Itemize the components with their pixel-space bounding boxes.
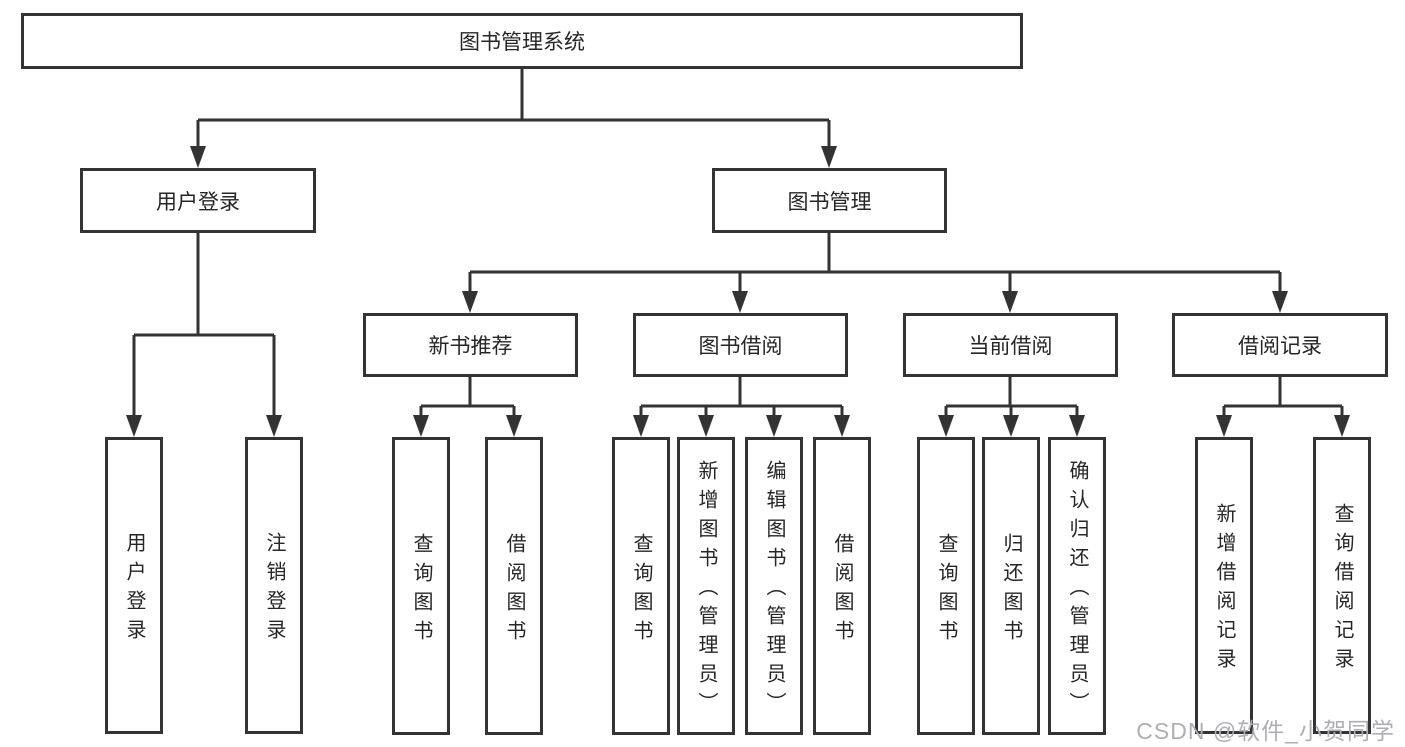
node-query-books-borrow-label: 查询图书 — [630, 532, 652, 649]
node-query-borrow-record: 查询借阅记录 — [1313, 437, 1371, 734]
node-current-borrow-label: 当前借阅 — [968, 335, 1053, 358]
node-confirm-return-admin-label: 确认归还（管理员） — [1066, 460, 1088, 721]
node-query-books-recommend-label: 查询图书 — [410, 532, 432, 649]
node-book-borrow-label: 图书借阅 — [698, 335, 783, 358]
node-borrow-records-label: 借阅记录 — [1238, 335, 1322, 358]
node-query-books-borrow: 查询图书 — [612, 437, 670, 735]
node-query-books-current: 查询图书 — [917, 437, 975, 735]
node-borrow-books-recommend-label: 借阅图书 — [503, 532, 525, 649]
node-query-books-recommend: 查询图书 — [392, 437, 450, 735]
node-book-borrow: 图书借阅 — [633, 313, 848, 377]
node-book-management: 图书管理 — [712, 168, 947, 233]
node-add-borrow-record: 新增借阅记录 — [1195, 437, 1253, 734]
node-library-system-label: 图书管理系统 — [459, 31, 585, 54]
node-add-borrow-record-label: 新增借阅记录 — [1213, 503, 1235, 677]
node-new-book-recommend: 新书推荐 — [363, 313, 578, 377]
node-return-book-label: 归还图书 — [1000, 532, 1022, 649]
node-add-book-admin-label: 新增图书（管理员） — [695, 460, 717, 721]
node-user-login-label: 用户登录 — [123, 532, 145, 648]
node-confirm-return-admin: 确认归还（管理员） — [1048, 437, 1106, 735]
node-borrow-records: 借阅记录 — [1172, 313, 1388, 377]
node-user-login-branch: 用户登录 — [80, 168, 316, 233]
node-borrow-books-recommend: 借阅图书 — [485, 437, 543, 735]
node-logout: 注销登录 — [245, 437, 303, 734]
node-return-book: 归还图书 — [982, 437, 1040, 735]
node-library-system: 图书管理系统 — [21, 13, 1023, 69]
node-logout-label: 注销登录 — [263, 532, 285, 648]
node-current-borrow: 当前借阅 — [903, 313, 1118, 377]
node-add-book-admin: 新增图书（管理员） — [677, 437, 735, 735]
node-query-borrow-record-label: 查询借阅记录 — [1331, 503, 1353, 677]
watermark: CSDN @软件_小贺同学 — [1136, 718, 1395, 744]
node-edit-book-admin-label: 编辑图书（管理员） — [763, 460, 785, 721]
node-user-login-branch-label: 用户登录 — [156, 190, 240, 214]
node-edit-book-admin: 编辑图书（管理员） — [745, 437, 803, 735]
node-borrow-books: 借阅图书 — [813, 437, 871, 735]
node-query-books-current-label: 查询图书 — [935, 532, 957, 649]
node-new-book-recommend-label: 新书推荐 — [428, 335, 513, 358]
node-user-login: 用户登录 — [105, 437, 163, 734]
node-borrow-books-label: 借阅图书 — [831, 532, 853, 649]
node-book-management-label: 图书管理 — [787, 190, 872, 214]
